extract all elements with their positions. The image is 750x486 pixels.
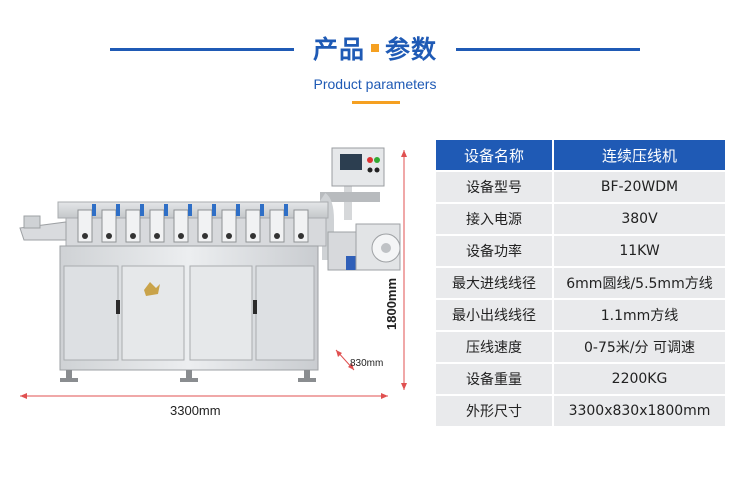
spec-value: 3300x830x1800mm — [554, 396, 725, 426]
spec-row: 设备型号 BF-20WDM — [436, 172, 725, 202]
outlet-spool — [327, 223, 401, 271]
height-dimension-label: 1800mm — [384, 277, 399, 330]
header-left-rule — [110, 48, 294, 51]
spec-value: 0-75米/分 可调速 — [554, 332, 725, 362]
spec-table-header-row: 设备名称 连续压线机 — [436, 140, 725, 170]
spec-value: 6mm圆线/5.5mm方线 — [554, 268, 725, 298]
spec-key: 设备功率 — [436, 236, 552, 266]
spec-value: BF-20WDM — [554, 172, 725, 202]
spec-row: 接入电源 380V — [436, 204, 725, 234]
header-right-rule — [456, 48, 640, 51]
depth-dimension-label: 830mm — [350, 358, 384, 369]
spec-value: 1.1mm方线 — [554, 300, 725, 330]
title-part-1: 产品 — [312, 35, 365, 64]
spec-row: 压线速度 0-75米/分 可调速 — [436, 332, 725, 362]
section-title: 产品 参数 — [300, 28, 450, 68]
spec-value: 连续压线机 — [554, 140, 725, 170]
spec-row: 外形尺寸 3300x830x1800mm — [436, 396, 725, 426]
spec-row: 最大进线线径 6mm圆线/5.5mm方线 — [436, 268, 725, 298]
title-part-2: 参数 — [385, 35, 438, 64]
spec-key: 接入电源 — [436, 204, 552, 234]
spec-value: 380V — [554, 204, 725, 234]
spec-value: 2200KG — [554, 364, 725, 394]
spec-table: 设备名称 连续压线机 设备型号 BF-20WDM 接入电源 380V 设备功率 … — [434, 138, 727, 428]
subtitle-underline — [352, 101, 400, 104]
machine-illustration: 3300mm 1800mm 830mm — [10, 140, 430, 440]
section-header: 产品 参数 Product parameters — [0, 0, 750, 110]
spec-key: 压线速度 — [436, 332, 552, 362]
spec-row: 设备功率 11KW — [436, 236, 725, 266]
section-subtitle: Product parameters — [313, 76, 437, 92]
inlet-tray — [19, 215, 67, 241]
spec-key: 设备名称 — [436, 140, 552, 170]
spec-value: 11KW — [554, 236, 725, 266]
roller-deck — [57, 201, 329, 247]
spec-row: 最小出线线径 1.1mm方线 — [436, 300, 725, 330]
machine-drawing — [19, 147, 407, 399]
spec-key: 最大进线线径 — [436, 268, 552, 298]
machine-cabinet — [59, 245, 319, 371]
title-separator-square — [371, 44, 379, 52]
spec-key: 最小出线线径 — [436, 300, 552, 330]
control-panel — [331, 147, 385, 187]
spec-key: 设备型号 — [436, 172, 552, 202]
width-dimension-label: 3300mm — [170, 403, 221, 418]
spec-key: 外形尺寸 — [436, 396, 552, 426]
spec-row: 设备重量 2200KG — [436, 364, 725, 394]
spec-key: 设备重量 — [436, 364, 552, 394]
machine-feet — [60, 370, 316, 382]
dimension-lines — [20, 150, 407, 399]
brand-logo-icon — [144, 282, 160, 296]
